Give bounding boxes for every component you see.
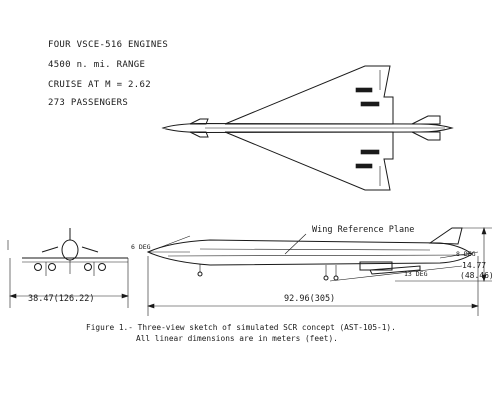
front-view-canards — [41, 246, 99, 253]
top-view-h-tail-upper — [411, 115, 441, 125]
side-view-fuselage — [146, 239, 473, 266]
side-view-wheel — [323, 275, 329, 281]
engine-nacelle-4 — [355, 163, 373, 169]
height-dimension-label: 14.77 — [462, 261, 487, 270]
side-view-window-line — [199, 248, 431, 251]
spec-passengers: 273 PASSENGERS — [48, 98, 129, 108]
tail-scrape-angle-label: 13 DEG — [404, 270, 428, 278]
figure-caption-line-2: All linear dimensions are in meters (fee… — [136, 334, 338, 343]
top-view — [161, 65, 454, 191]
front-view-fuselage — [61, 239, 79, 261]
engine-nacelle-2 — [360, 101, 380, 107]
length-arrowheads — [147, 303, 479, 309]
top-view-wing-lower — [224, 131, 394, 191]
spec-cruise-mach: CRUISE AT M = 2.62 — [48, 80, 151, 90]
engine-nacelle-3 — [360, 149, 380, 155]
front-view-engine-4 — [98, 263, 106, 271]
front-view-engine-1 — [34, 263, 42, 271]
top-view-canard-lower — [189, 131, 209, 138]
top-view-canard-upper — [189, 118, 209, 125]
height-arrowheads — [481, 227, 487, 282]
top-view-wing-upper — [224, 65, 394, 125]
aft-angle-label: 8 DEG — [456, 250, 476, 258]
wing-reference-leader — [284, 233, 307, 255]
side-view-fin — [428, 227, 463, 245]
front-view-engine-3 — [84, 263, 92, 271]
top-view-h-tail-lower — [411, 131, 441, 141]
span-dimension-label: 38.47(126.22) — [28, 294, 95, 304]
tail-scrape-line — [329, 265, 463, 282]
front-view — [7, 228, 129, 308]
nose-angle-line — [147, 235, 191, 253]
aft-angle-line — [439, 251, 479, 259]
side-view-engine-pod — [359, 261, 393, 271]
wing-reference-plane-line — [167, 254, 471, 257]
top-view-fuselage — [161, 122, 454, 134]
figure-caption-line-1: Figure 1.- Three-view sketch of simulate… — [86, 323, 396, 332]
side-view-wheel — [333, 275, 339, 281]
front-view-engine-2 — [48, 263, 56, 271]
height-dimension-label-feet: (48.46) — [460, 271, 494, 280]
nose-angle-label: 6 DEG — [131, 243, 151, 251]
side-view — [146, 227, 492, 316]
span-arrowheads — [9, 293, 129, 299]
figure-caption: Figure 1.- Three-view sketch of simulate… — [86, 322, 396, 344]
spec-engines: FOUR VSCE-516 ENGINES — [48, 40, 169, 50]
engine-nacelle-1 — [355, 87, 373, 93]
length-dimension-label: 92.96(305) — [284, 294, 336, 304]
wing-reference-plane-label: Wing Reference Plane — [312, 225, 415, 235]
side-view-wheel — [197, 271, 203, 277]
side-view-engine-pod-rear — [369, 265, 421, 275]
spec-range: 4500 n. mi. RANGE — [48, 60, 146, 70]
